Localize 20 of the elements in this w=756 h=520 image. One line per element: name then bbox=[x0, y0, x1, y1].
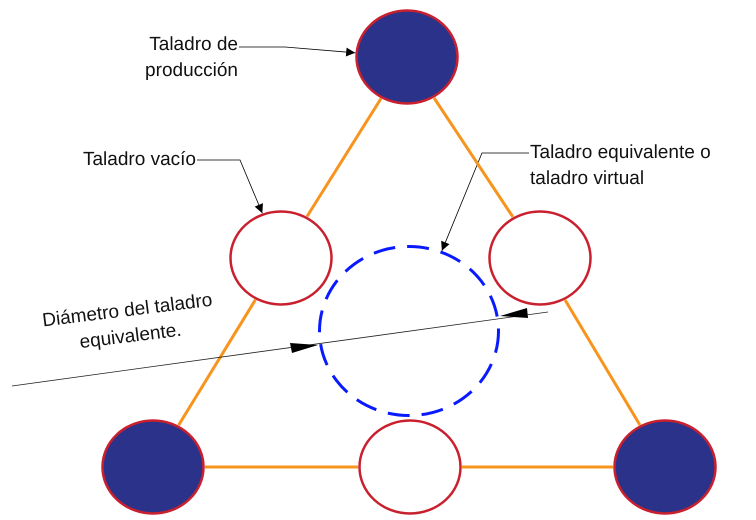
empty-hole-circle bbox=[229, 210, 333, 306]
dashed-circle bbox=[318, 245, 500, 417]
filled-hole-circle bbox=[355, 9, 459, 105]
callout-text: Taladro equivalente o taladro virtual bbox=[530, 140, 754, 192]
connecting-line bbox=[462, 466, 613, 468]
connecting-line bbox=[432, 97, 514, 218]
empty-hole-circle bbox=[488, 210, 592, 306]
leader-line bbox=[196, 160, 263, 214]
filled-hole-circle bbox=[101, 419, 205, 515]
connecting-line bbox=[564, 299, 642, 426]
callout-text: Taladro de producción bbox=[112, 32, 238, 84]
empty-hole-circle bbox=[358, 419, 462, 515]
callout-text: Taladro vacío bbox=[40, 147, 196, 173]
filled-hole-circle bbox=[613, 419, 717, 515]
connecting-line bbox=[205, 466, 358, 468]
leader-line bbox=[238, 46, 356, 57]
connecting-line bbox=[177, 299, 257, 426]
dimension-label: Diámetro del taladro equivalente. bbox=[40, 288, 215, 356]
leader-line bbox=[441, 152, 530, 252]
connecting-line bbox=[306, 98, 382, 218]
